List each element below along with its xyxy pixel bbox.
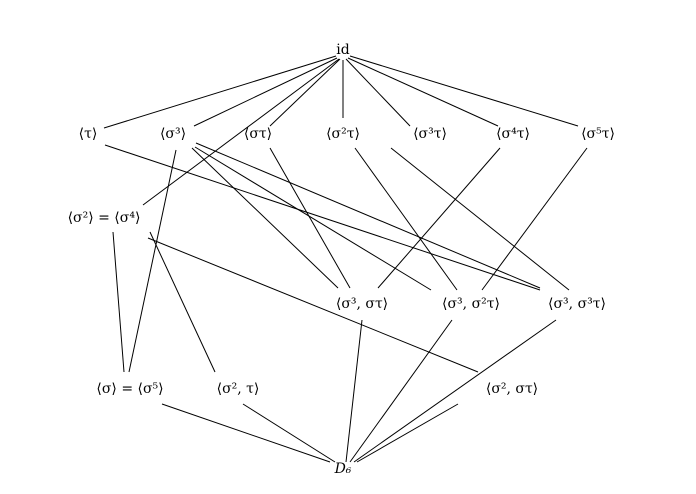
node-tau: ⟨τ⟩: [78, 126, 98, 142]
edge-id-tau: [103, 55, 337, 129]
edge-s2_st-d6: [356, 403, 459, 463]
edge-s3_st-d6: [345, 319, 363, 463]
node-sigma3-tau: ⟨σ³τ⟩: [413, 126, 447, 142]
edge-s3_s3t-d6: [353, 319, 557, 463]
edge-s2t-s3_s2t: [354, 147, 458, 291]
edge-s2-s: [112, 231, 125, 373]
edge-s3_s2t-d6: [349, 319, 453, 463]
node-sigma2-tau: ⟨σ²τ⟩: [326, 126, 360, 142]
node-sigma4-tau: ⟨σ⁴τ⟩: [496, 126, 530, 142]
edge-s2_t-d6: [242, 403, 336, 463]
edge-s3-s: [128, 149, 177, 373]
edge-id-s2: [142, 58, 340, 206]
node-identity: id: [336, 42, 350, 58]
edge-tau-s3_s3t: [104, 144, 541, 291]
edge-id-s5t: [349, 55, 579, 127]
edge-s3-s3_s2t: [194, 146, 432, 291]
edge-s5t-s3_s2t: [481, 147, 588, 291]
node-sigma2-sigma-tau: ⟨σ², στ⟩: [485, 381, 539, 397]
node-sigma2: ⟨σ²⟩ = ⟨σ⁴⟩: [67, 210, 141, 226]
edge-id-s3t: [345, 58, 411, 127]
edge-id-s4t: [347, 57, 499, 127]
edge-s2-s2_st: [147, 237, 479, 373]
edge-id-s3: [193, 57, 338, 127]
edge-s2-s2_t: [149, 231, 216, 373]
node-sigma3-sigma2-tau: ⟨σ³, σ²τ⟩: [442, 296, 500, 312]
node-sigma-tau: ⟨στ⟩: [243, 126, 273, 142]
node-sigma3-sigma3-tau: ⟨σ³, σ³τ⟩: [548, 296, 606, 312]
edge-id-st: [269, 58, 341, 127]
node-d6: D₆: [334, 461, 352, 477]
node-sigma3: ⟨σ³⟩: [159, 126, 187, 142]
edge-s3-s3_st: [191, 147, 339, 289]
node-sigma5-tau: ⟨σ⁵τ⟩: [581, 126, 615, 142]
edge-s3-s3_s3t: [195, 142, 541, 289]
edge-s-d6: [161, 403, 331, 463]
node-sigma2-tau-group: ⟨σ², τ⟩: [216, 381, 260, 397]
node-sigma: ⟨σ⟩ = ⟨σ⁵⟩: [96, 381, 164, 397]
edge-s4t-s3_st: [377, 147, 501, 289]
node-sigma3-sigma-tau: ⟨σ³, στ⟩: [335, 296, 389, 312]
edge-s3t-s3_s3t: [390, 147, 570, 291]
edge-st-s3_st: [269, 147, 351, 289]
